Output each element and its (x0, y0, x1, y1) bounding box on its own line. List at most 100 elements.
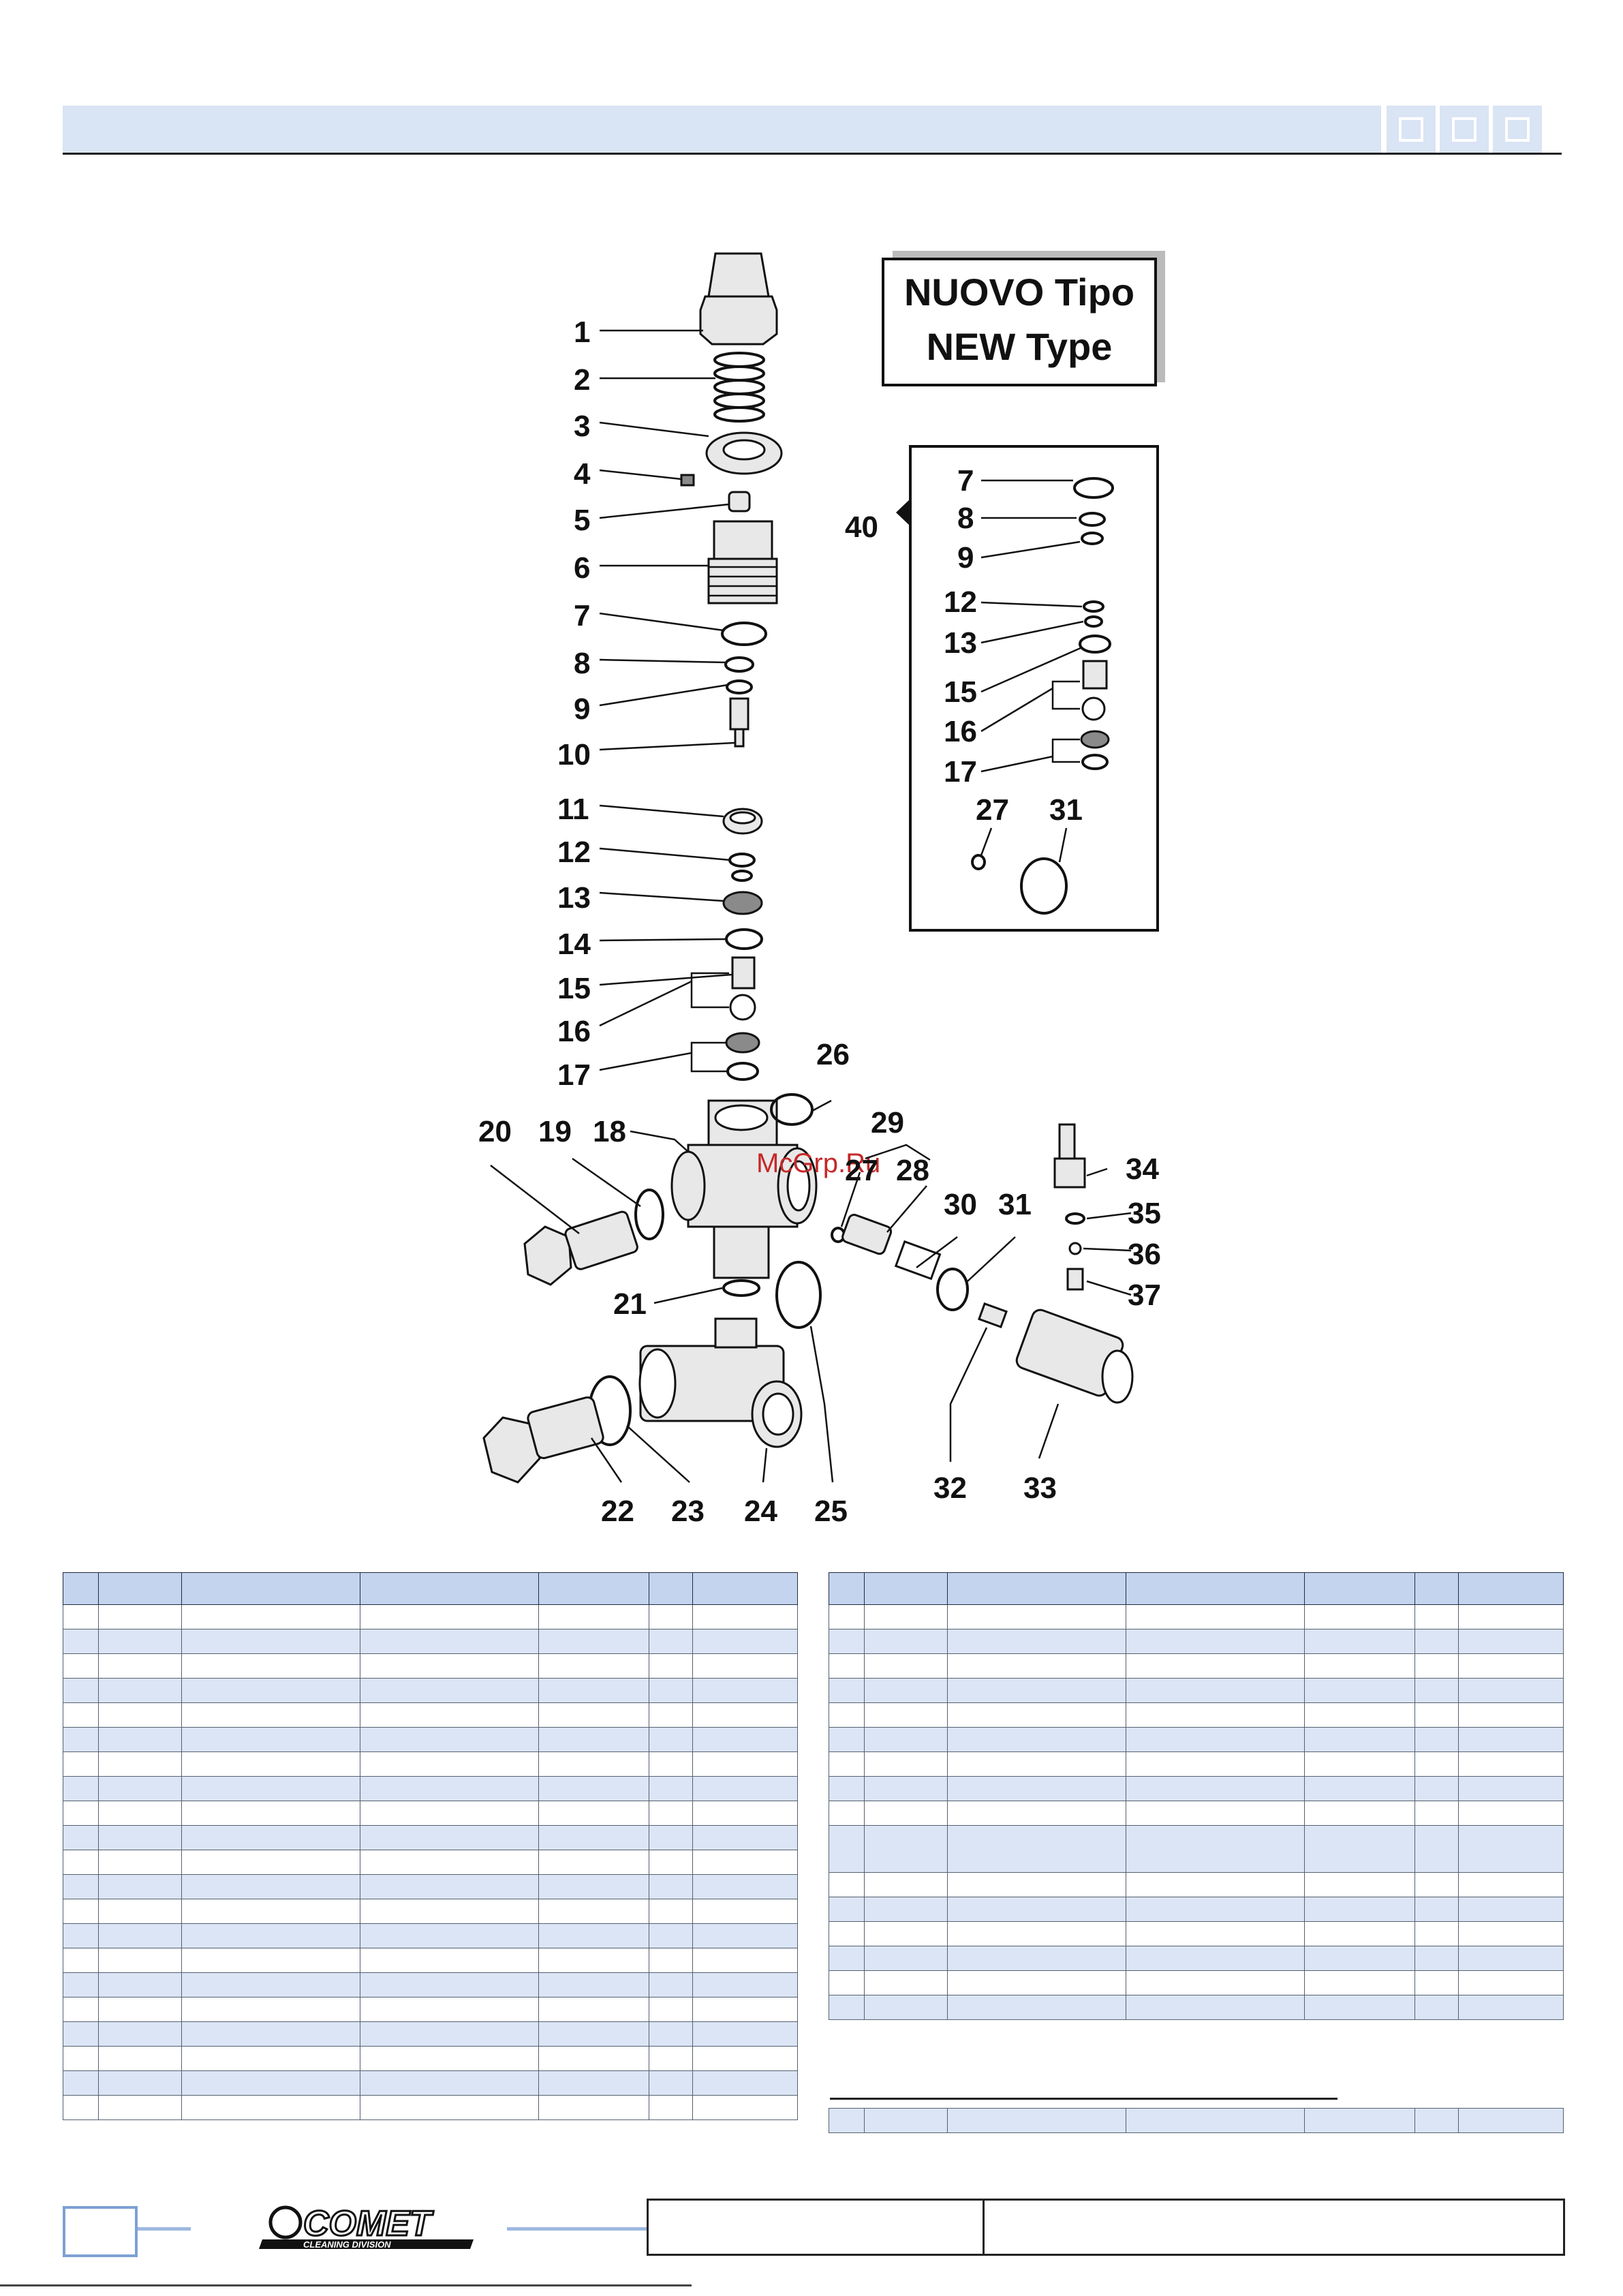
callout-13: 13 (557, 881, 591, 915)
callout-3: 3 (574, 410, 590, 443)
callout-30: 30 (944, 1188, 977, 1221)
lower-assembly: McGrp.Ru (482, 1093, 1134, 1484)
kit-callout-16: 16 (944, 715, 977, 748)
header-square-1 (1387, 106, 1436, 153)
table-row (829, 1921, 1564, 1946)
callout-20: 20 (478, 1115, 512, 1148)
table-row (63, 1751, 798, 1777)
table-row (829, 1995, 1564, 2020)
table-row (63, 1727, 798, 1752)
kit-callout-15: 15 (944, 675, 977, 709)
table-row (829, 1604, 1564, 1629)
table-row (63, 1653, 798, 1679)
header-band (63, 106, 1381, 153)
lower-leaders (490, 1099, 1132, 1483)
callout-33: 33 (1023, 1471, 1057, 1505)
parts-stack (680, 252, 783, 1081)
callout-19: 19 (538, 1115, 572, 1148)
table-row (829, 1825, 1564, 1873)
table-row (63, 1801, 798, 1826)
comet-logo: COMET CLEANING DIVISION (259, 2203, 474, 2250)
callout-31: 31 (998, 1188, 1032, 1221)
callout-32: 32 (933, 1471, 967, 1505)
table-row (63, 1874, 798, 1899)
type-box-line1: NUOVO Tipo (904, 271, 1134, 313)
callout-29: 29 (871, 1106, 904, 1139)
table-row (63, 1702, 798, 1728)
callout-15: 15 (557, 972, 591, 1005)
table-row (63, 1923, 798, 1948)
callout-28: 28 (896, 1154, 929, 1187)
table-row (829, 1946, 1564, 1971)
callout-25: 25 (814, 1495, 848, 1528)
table-row (63, 1972, 798, 1997)
kit-number: 40 (845, 510, 878, 544)
kit-callout-9: 9 (957, 541, 974, 575)
table-row (63, 1948, 798, 1973)
header-square-2 (1440, 106, 1489, 153)
callout-2: 2 (574, 363, 590, 397)
left-leaders (599, 329, 735, 1073)
table-row (829, 1751, 1564, 1777)
table-row (63, 1629, 798, 1654)
new-type-box: NUOVO Tipo NEW Type (882, 251, 1165, 386)
callout-18: 18 (593, 1115, 626, 1148)
bottom-rule (0, 2284, 692, 2286)
callout-17: 17 (557, 1058, 591, 1092)
table-row (829, 1702, 1564, 1728)
callout-26: 26 (816, 1038, 850, 1071)
callout-1: 1 (574, 316, 590, 349)
header-square-3 (1493, 106, 1542, 153)
header-rule (63, 153, 1562, 155)
table-row (63, 1776, 798, 1801)
table-row (829, 1897, 1564, 1922)
callout-27: 27 (845, 1154, 878, 1187)
table-row (63, 1678, 798, 1703)
parts-table-left (63, 1572, 798, 2120)
callout-10: 10 (557, 738, 591, 771)
table-row (63, 1850, 798, 1875)
table-row (829, 1727, 1564, 1752)
table-row (63, 2021, 798, 2047)
callout-21: 21 (613, 1287, 647, 1321)
parts-table-extra (829, 2108, 1564, 2133)
callout-12: 12 (557, 836, 591, 869)
footer-rule (507, 2227, 647, 2231)
kit-callout-12: 12 (944, 585, 977, 619)
logo-tagline: CLEANING DIVISION (303, 2239, 391, 2250)
table-row (63, 2046, 798, 2071)
parts-table-right (829, 1572, 1564, 2020)
table-row (63, 1997, 798, 2022)
kit-callout-31: 31 (1049, 793, 1083, 827)
callout-24: 24 (744, 1495, 777, 1528)
table-row (829, 1653, 1564, 1679)
callout-7: 7 (574, 599, 590, 632)
table-header-row (829, 1572, 1564, 1605)
kit-callout-27: 27 (976, 793, 1009, 827)
callout-37: 37 (1128, 1279, 1161, 1312)
callout-35: 35 (1128, 1197, 1161, 1230)
callout-4: 4 (574, 457, 591, 491)
callout-5: 5 (574, 504, 590, 537)
table-row (829, 1629, 1564, 1654)
table-row (63, 1899, 798, 1924)
kit-callout-13: 13 (944, 626, 977, 660)
page-number-box (63, 2206, 138, 2257)
callout-8: 8 (574, 647, 590, 680)
callout-36: 36 (1128, 1238, 1161, 1271)
table-row (63, 2070, 798, 2096)
table-row (829, 2108, 1564, 2133)
table-row (63, 2095, 798, 2120)
lower-callouts: 20 19 18 26 29 27 28 30 31 34 35 36 37 2… (478, 1038, 1161, 1528)
footer-info-box (647, 2199, 1565, 2256)
callout-6: 6 (574, 551, 590, 585)
table-row (63, 1604, 798, 1629)
table-row (829, 1872, 1564, 1897)
callout-23: 23 (671, 1495, 705, 1528)
footer-rule (138, 2227, 191, 2231)
left-callouts: 1 2 3 4 5 6 7 8 9 10 11 12 13 14 15 16 1… (557, 316, 591, 1092)
callout-34: 34 (1126, 1152, 1159, 1186)
kit-callout-7: 7 (957, 464, 974, 498)
callout-22: 22 (601, 1495, 634, 1528)
callout-9: 9 (574, 692, 590, 726)
